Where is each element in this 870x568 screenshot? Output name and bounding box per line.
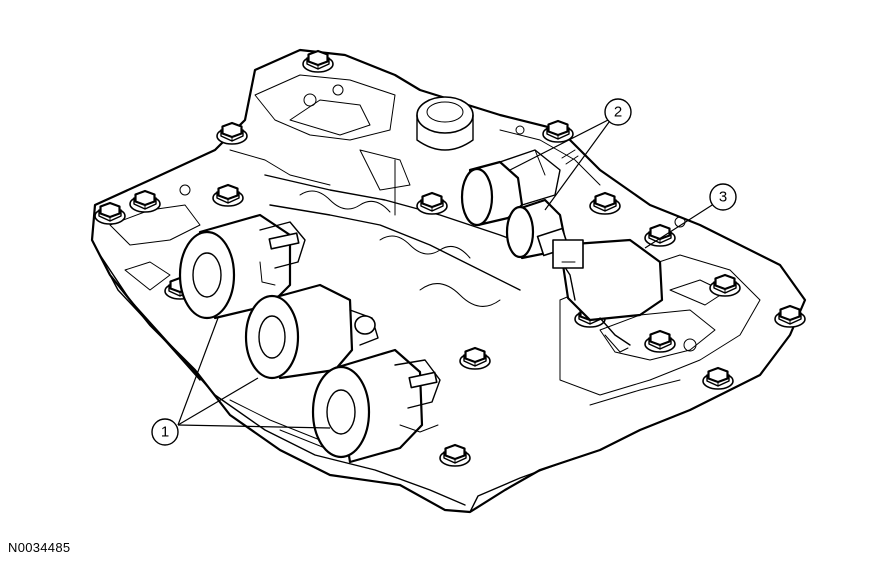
bolt-group [94, 49, 806, 467]
solenoid-front-left [178, 213, 306, 320]
bolt [542, 119, 574, 143]
bolt [129, 189, 161, 213]
bolt [644, 329, 676, 353]
solenoid-upper-rear [460, 149, 579, 227]
bolt [459, 346, 491, 370]
callout-2-leaders [509, 117, 613, 211]
callout-1-leaders [177, 317, 331, 429]
callout-1: 1 [151, 418, 179, 446]
bolt [216, 121, 248, 145]
figure-id: N0034485 [8, 540, 71, 555]
solenoid-front-center [244, 283, 379, 380]
bolt [302, 49, 334, 73]
bolt [439, 443, 471, 467]
callout-3-label: 3 [719, 189, 727, 206]
callout-2: 2 [604, 98, 632, 126]
bolt [94, 201, 126, 225]
bolt [416, 191, 448, 215]
solenoid-3 [552, 238, 664, 353]
bolt [709, 273, 741, 297]
bolt [589, 191, 621, 215]
solenoid-upper-front [505, 198, 570, 260]
bolt [212, 183, 244, 207]
bolt [644, 223, 676, 247]
callout-3: 3 [709, 183, 737, 211]
callout-2-label: 2 [614, 104, 622, 121]
callout-3-leaders [644, 199, 721, 249]
bolt [702, 366, 734, 390]
callout-1-label: 1 [161, 424, 169, 441]
solenoid-front-right [311, 348, 441, 464]
bolt [774, 304, 806, 328]
valve-body-casting [90, 48, 807, 514]
